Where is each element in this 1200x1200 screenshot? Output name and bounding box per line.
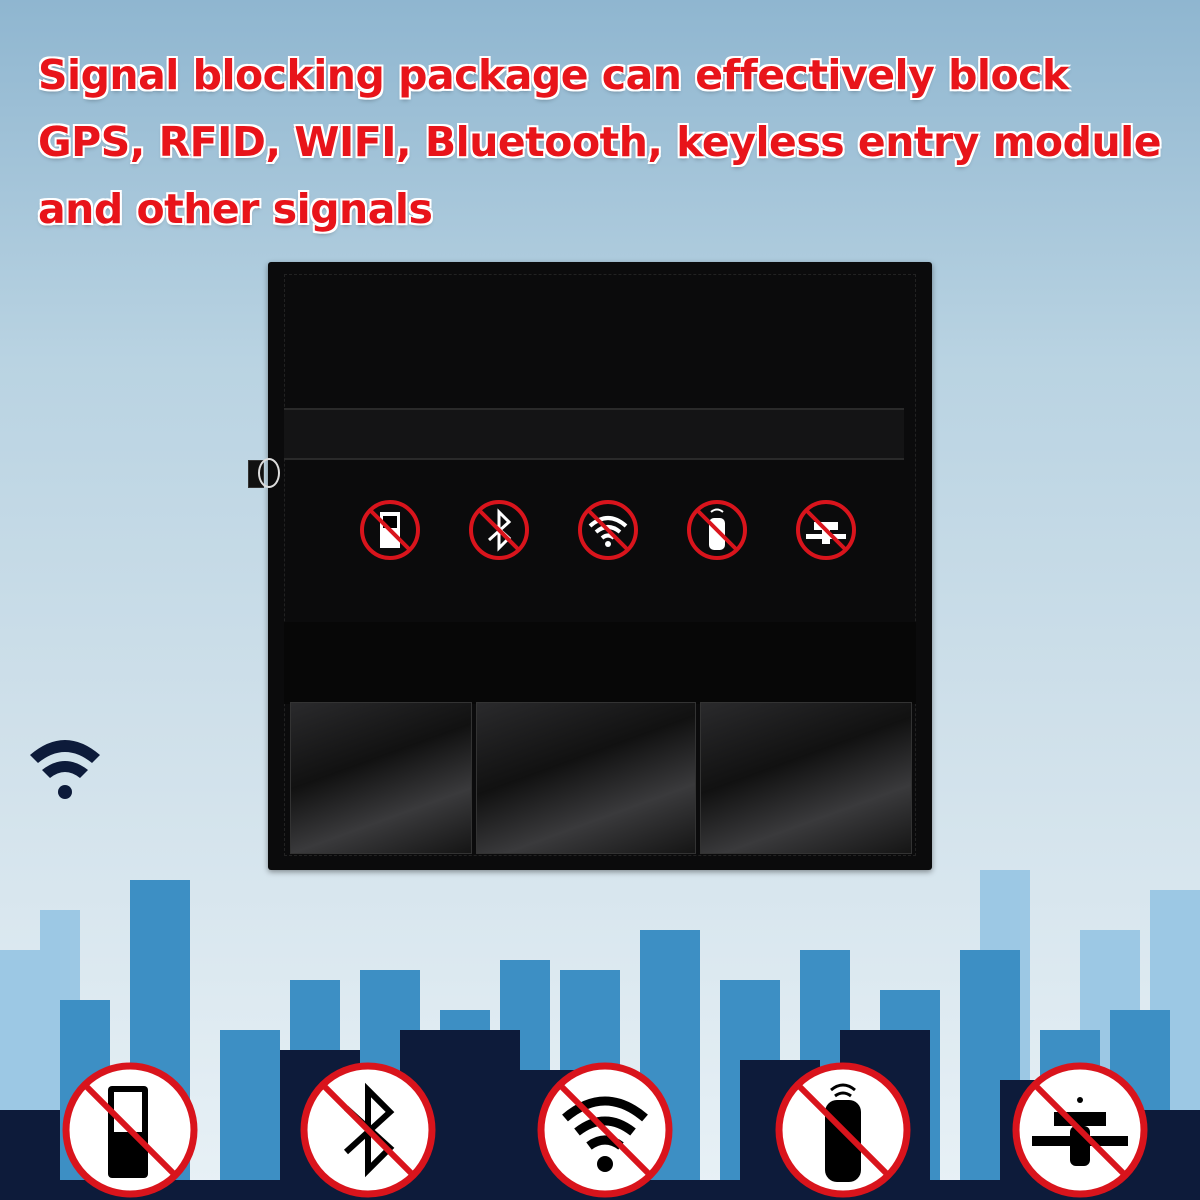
clear-window-1	[290, 702, 472, 854]
no-satellite-icon	[1012, 1062, 1148, 1198]
no-bluetooth-icon	[469, 500, 529, 560]
no-key-fob-icon	[687, 500, 747, 560]
flap-band	[284, 622, 916, 704]
headline-line-2: GPS, RFID, WIFI, Bluetooth, keyless entr…	[38, 118, 1162, 166]
no-cellphone-icon	[62, 1062, 198, 1198]
banner-icon-row	[60, 1060, 1150, 1200]
pouch-stitching	[284, 274, 916, 856]
no-bluetooth-icon	[300, 1062, 435, 1198]
no-wifi-icon	[537, 1062, 673, 1198]
clear-window-2	[476, 702, 696, 854]
no-satellite-icon	[796, 500, 856, 560]
headline-line-1: Signal blocking package can effectively …	[38, 51, 1069, 99]
velcro-strip	[284, 408, 904, 460]
no-wifi-icon	[578, 500, 638, 560]
signal-blocking-pouch	[248, 262, 932, 870]
headline: Signal blocking package can effectively …	[38, 42, 1188, 243]
pouch-icon-row	[358, 498, 858, 562]
headline-line-3: and other signals	[38, 185, 433, 233]
clear-window-3	[700, 702, 912, 854]
no-cellphone-icon	[360, 500, 420, 560]
d-ring	[258, 458, 280, 488]
no-key-fob-icon	[775, 1062, 910, 1198]
